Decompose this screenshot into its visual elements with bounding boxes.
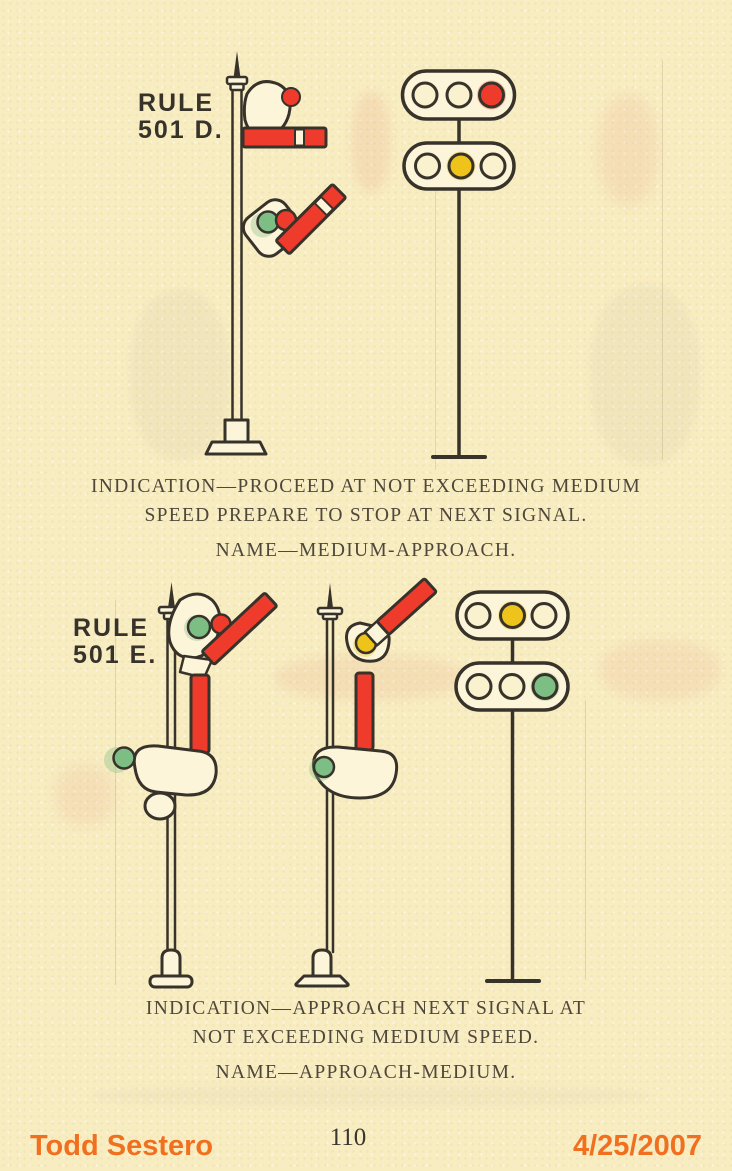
light-signal-501d (400, 69, 517, 459)
lamp (478, 81, 505, 109)
lamp (411, 81, 439, 109)
pole-finial (225, 51, 249, 92)
lower-spectacle (309, 745, 399, 800)
rule-501e-label-line1: RULE (73, 614, 150, 642)
paper-fold-line (585, 700, 586, 980)
spectacle-lobe (143, 791, 177, 821)
footer-author: Todd Sestero (30, 1130, 214, 1162)
upper-signal-head (455, 590, 570, 641)
lower-semaphore-arm-vertical (189, 673, 211, 755)
lamp (464, 602, 492, 629)
lamp (530, 602, 558, 629)
semaphore-signal-501e-side (294, 577, 438, 988)
indication-501e-line1: INDICATION—APPROACH NEXT SIGNAL AT (145, 998, 587, 1019)
blade-white-stripe (294, 128, 305, 147)
bleed-through-ghost (90, 1085, 650, 1107)
signal-pole (231, 88, 243, 424)
lamp (499, 602, 526, 629)
semaphore-signal-501d (204, 51, 347, 456)
lower-spectacle-lamp (112, 746, 136, 770)
name-501d: NAME—MEDIUM-APPROACH. (215, 540, 517, 561)
lower-semaphore-arm-vertical (354, 671, 375, 752)
lower-spectacle-lamp (312, 755, 336, 779)
lamp (414, 152, 441, 180)
pole-base (294, 948, 350, 988)
bleed-through-ghost (590, 285, 700, 465)
rule-501d-label-line1: RULE (138, 89, 215, 117)
footer-date: 4/25/2007 (572, 1130, 702, 1162)
lamp (498, 673, 526, 700)
footer-page-number: 110 (329, 1124, 367, 1151)
indication-501d: INDICATION—PROCEED AT NOT EXCEEDING MEDI… (0, 472, 732, 565)
bleed-through-ghost (600, 640, 720, 700)
indication-501d-line1: INDICATION—PROCEED AT NOT EXCEEDING MEDI… (90, 476, 642, 497)
lower-signal-head (454, 661, 570, 712)
lower-signal-head (402, 141, 516, 191)
paper-fold-line (662, 60, 663, 460)
lamp (465, 673, 493, 700)
bleed-through-ghost (598, 95, 658, 205)
indication-501e-line2: NOT EXCEEDING MEDIUM SPEED. (192, 1027, 540, 1048)
pole-base (148, 948, 194, 989)
upper-semaphore-arm-horizontal (241, 126, 328, 149)
upper-semaphore-arm-diagonal (363, 577, 438, 647)
name-501e: NAME—APPROACH-MEDIUM. (215, 1062, 517, 1083)
lamp (531, 673, 559, 700)
rule-501d-label-line2: 501 D. (138, 116, 224, 144)
upper-spectacle (167, 592, 232, 680)
lamp (445, 81, 473, 109)
indication-501e: INDICATION—APPROACH NEXT SIGNAL AT NOT E… (0, 994, 732, 1087)
pole-finial (316, 583, 344, 621)
upper-semaphore-arm-diagonal (201, 592, 278, 666)
upper-spectacle-lamp (186, 614, 212, 640)
rule-501d-label: RULE 501 D. (138, 90, 224, 144)
lamp (447, 152, 475, 180)
pole-base (204, 418, 268, 456)
upper-spectacle-lamp (281, 87, 301, 107)
lower-semaphore-arm-diagonal (275, 183, 347, 255)
lower-spectacle (104, 744, 218, 821)
lamp (479, 152, 507, 180)
upper-signal-head (400, 69, 517, 121)
light-signal-501e (454, 590, 570, 983)
rule-501e-label-line2: 501 E. (73, 641, 158, 669)
indication-501d-line2: SPEED PREPARE TO STOP AT NEXT SIGNAL. (144, 505, 588, 526)
rule-501e-label: RULE 501 E. (73, 615, 157, 669)
semaphore-signal-501e-front (104, 582, 278, 989)
blade-white-stripe (313, 195, 335, 217)
